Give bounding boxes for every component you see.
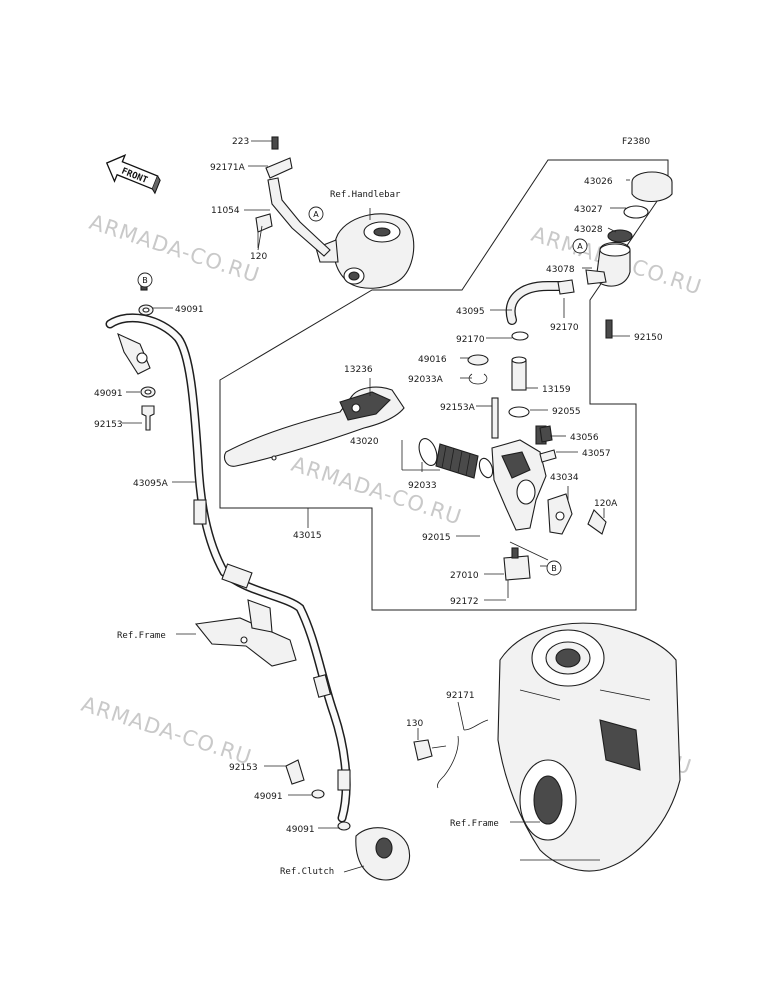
- watermark-1: ARMADA-CO.RU: [86, 210, 262, 288]
- part-label-92153-bottom: 92153: [229, 763, 258, 773]
- part-label-27010: 27010: [450, 571, 479, 581]
- frame-right: [497, 622, 681, 872]
- svg-text:A: A: [313, 210, 319, 219]
- svg-text:A: A: [577, 242, 583, 251]
- figure-code: F2380: [622, 137, 650, 147]
- handlebar-housing: [315, 213, 415, 289]
- marker-b-hose: B: [137, 272, 153, 288]
- part-label-49091-top: 49091: [175, 305, 204, 315]
- part-label-49091-mid: 49091: [94, 389, 123, 399]
- part-label-92033: 92033: [408, 481, 437, 491]
- part-label-43026: 43026: [584, 177, 613, 187]
- part-label-43056: 43056: [570, 433, 599, 443]
- marker-a-reservoir: A: [572, 238, 588, 254]
- clutch-slave: [285, 759, 410, 881]
- part-label-92015: 92015: [422, 533, 451, 543]
- svg-text:B: B: [142, 276, 148, 285]
- ref-handlebar: Ref.Handlebar: [330, 190, 401, 200]
- part-label-92171a: 92171A: [210, 163, 246, 173]
- part-label-43095: 43095: [456, 307, 485, 317]
- part-labels: 223 92171A 11054 120 Ref.Handlebar 49091…: [94, 137, 663, 877]
- frame-bracket-left: [194, 599, 297, 667]
- ref-frame-right: Ref.Frame: [450, 819, 499, 829]
- hose-stay-lower: [413, 719, 489, 789]
- clutch-lever: [223, 386, 405, 467]
- part-label-43028: 43028: [574, 225, 603, 235]
- ref-frame-left: Ref.Frame: [117, 631, 166, 641]
- part-label-130: 130: [406, 719, 423, 729]
- part-label-120: 120: [250, 252, 267, 262]
- part-label-43095a: 43095A: [133, 479, 169, 489]
- watermark-4: ARMADA-CO.RU: [78, 692, 254, 770]
- hose-bracket-upper: [255, 136, 331, 257]
- part-label-43027: 43027: [574, 205, 603, 215]
- part-label-92170-right: 92170: [550, 323, 579, 333]
- part-label-120a: 120A: [594, 499, 618, 509]
- reservoir: [585, 171, 673, 339]
- marker-b-body: B: [546, 560, 562, 576]
- part-label-43078: 43078: [546, 265, 575, 275]
- part-label-92170-left: 92170: [456, 335, 485, 345]
- leader-lines: [122, 140, 630, 873]
- part-label-49016: 49016: [418, 355, 447, 365]
- part-label-92150: 92150: [634, 333, 663, 343]
- front-arrow-icon: FRONT: [105, 154, 161, 195]
- part-label-13236: 13236: [344, 365, 373, 375]
- piston-assembly: [418, 438, 494, 479]
- reservoir-hose: [505, 279, 575, 341]
- master-cylinder-body: [491, 397, 573, 535]
- svg-text:B: B: [551, 564, 557, 573]
- part-label-92033a: 92033A: [408, 375, 444, 385]
- part-label-92153-top: 92153: [94, 420, 123, 430]
- part-label-43020: 43020: [350, 437, 379, 447]
- ref-clutch: Ref.Clutch: [280, 867, 334, 877]
- part-label-92153a: 92153A: [440, 403, 476, 413]
- part-label-49091-bottom2: 49091: [286, 825, 315, 835]
- marker-a-upper: A: [308, 206, 324, 222]
- part-label-92171: 92171: [446, 691, 475, 701]
- part-label-43057: 43057: [582, 449, 611, 459]
- assembly-outline: [219, 159, 669, 611]
- part-label-43034: 43034: [550, 473, 579, 483]
- part-label-92172: 92172: [450, 597, 479, 607]
- fittings: [467, 354, 607, 535]
- part-label-11054: 11054: [211, 206, 240, 216]
- clutch-hose: [105, 313, 351, 823]
- clutch-switch: [503, 547, 531, 598]
- part-label-92055: 92055: [552, 407, 581, 417]
- part-label-49091-bottom1: 49091: [254, 792, 283, 802]
- part-label-13159: 13159: [542, 385, 571, 395]
- part-label-43015: 43015: [293, 531, 322, 541]
- part-label-223: 223: [232, 137, 249, 147]
